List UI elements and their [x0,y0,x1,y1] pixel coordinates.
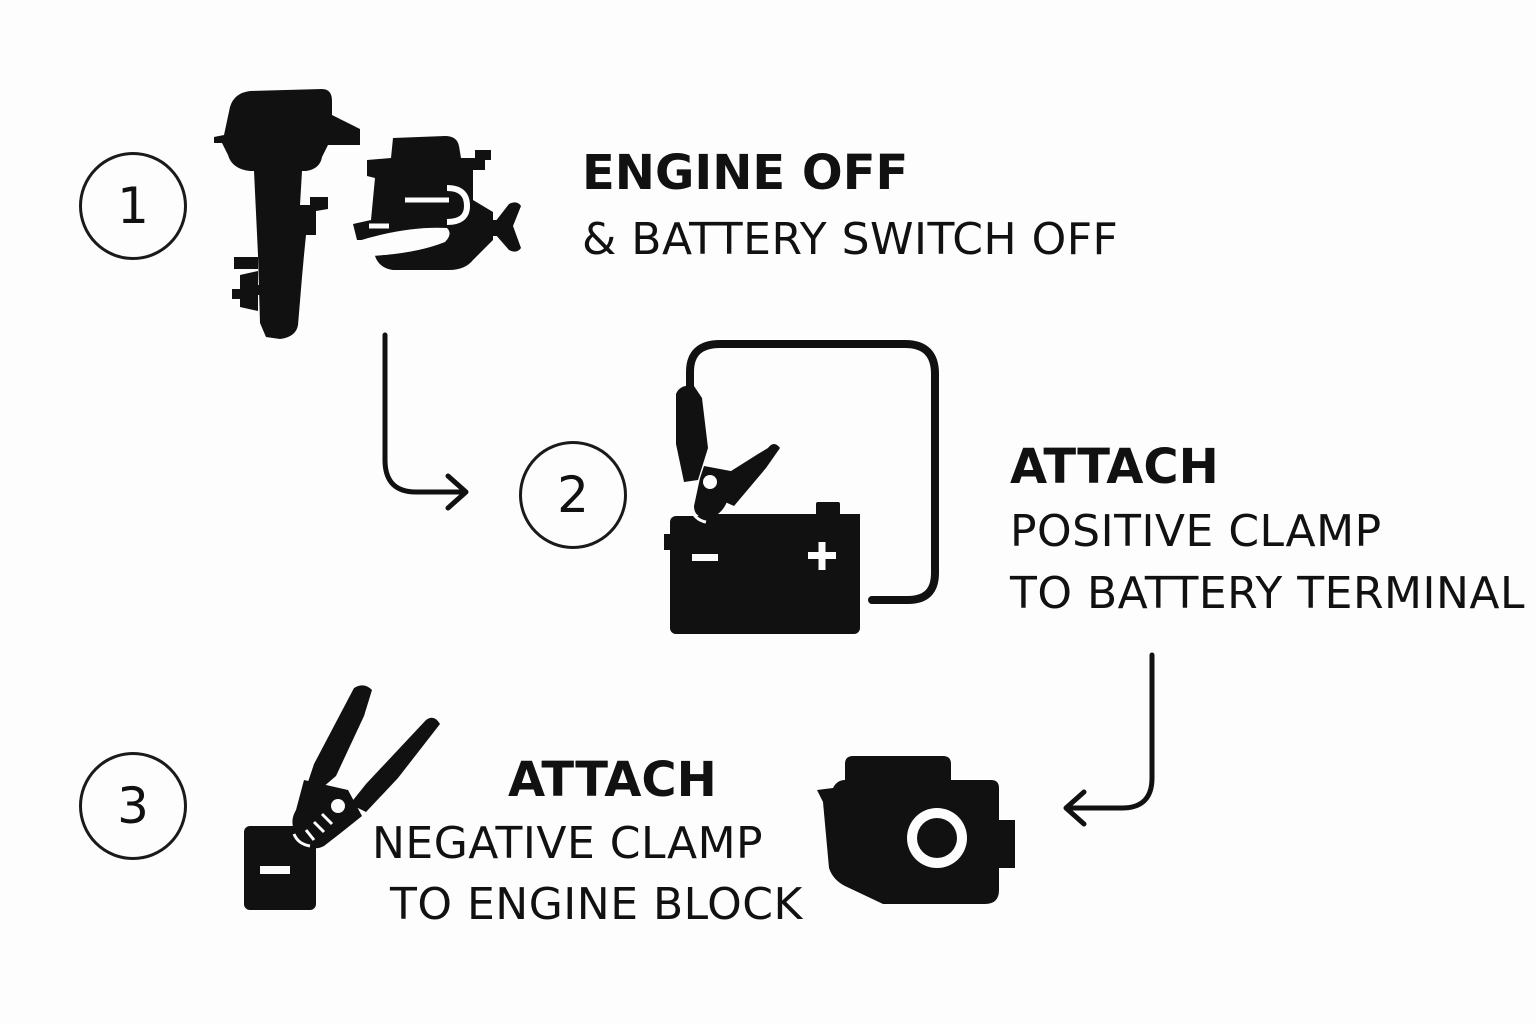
step-3-number: 3 [79,752,187,860]
step-3-line-1: NEGATIVE CLAMP [372,818,764,869]
battery-with-positive-clamp-icon [664,340,939,634]
step-1-title: ENGINE OFF [582,145,909,201]
step-1-number: 1 [79,152,187,260]
step-2-title: ATTACH [1010,439,1219,495]
step-2-line-2: TO BATTERY TERMINAL [1010,568,1525,619]
step-2-number: 2 [519,441,627,549]
step-3-title: ATTACH [508,752,717,808]
inboard-engine-icon [353,136,521,270]
negative-clamp-icon [244,685,440,910]
step-1-to-2-arrow [382,332,469,511]
step-2-to-3-arrow [1063,652,1155,827]
step-2-line-1: POSITIVE CLAMP [1010,506,1382,557]
engine-block-icon [817,756,1015,904]
step-3-line-2: TO ENGINE BLOCK [390,879,803,930]
outboard-motor-icon [214,89,360,339]
step-1-subtitle: & BATTERY SWITCH OFF [582,214,1119,265]
